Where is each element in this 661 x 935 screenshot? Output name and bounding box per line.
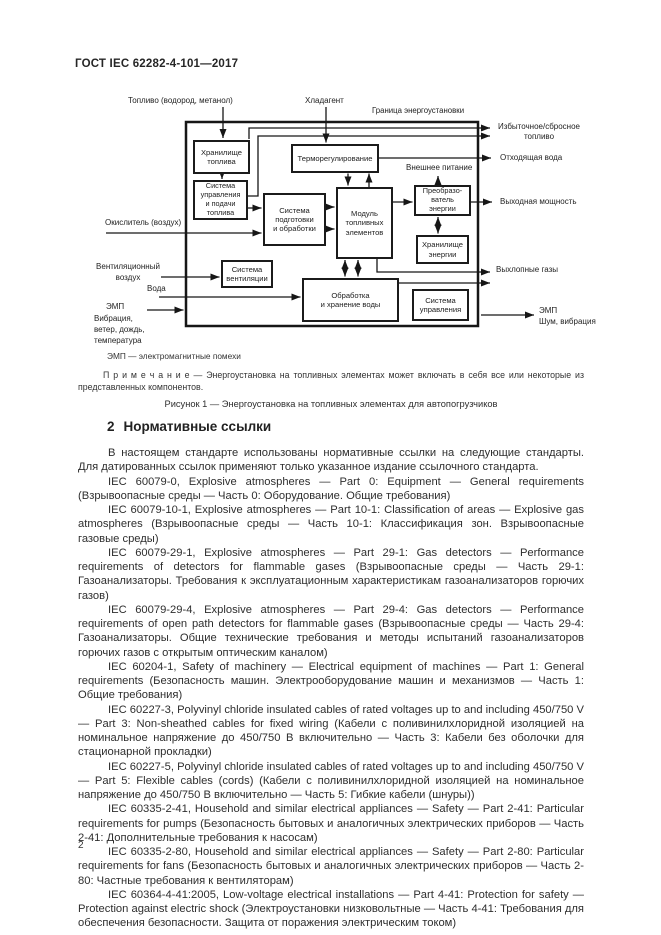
paragraph: IEC 60079-29-1, Explosive atmospheres — … [78, 546, 584, 602]
label-excess-fuel: Избыточное/сбросное топливо [497, 122, 580, 141]
note-label: П р и м е ч а н и е — [103, 370, 203, 380]
page-header: ГОСТ IEC 62282-4-101—2017 [75, 58, 239, 70]
figure-note: П р и м е ч а н и е — Энергоустановка на… [78, 369, 584, 393]
section-body: В настоящем стандарте использованы норма… [78, 446, 584, 931]
label-vent-air: Вентиляционный воздух [96, 262, 160, 282]
figure-footnote: ЭМП — электромагнитные помехи [107, 351, 241, 361]
label-boundary: Граница энергоустановки [372, 106, 465, 115]
label-water: Вода [147, 284, 166, 293]
note-text: Энергоустановка на топливных элементах м… [78, 370, 584, 392]
page-number: 2 [78, 840, 84, 851]
box-thermoregulation: Терморегулирование [291, 144, 379, 173]
paragraph: IEC 60079-29-4, Explosive atmospheres — … [78, 603, 584, 659]
paragraph: IEC 60079-0, Explosive atmospheres — Par… [78, 475, 584, 502]
section-heading: 2 Нормативные ссылки [107, 419, 271, 434]
paragraph: IEC 60335-2-41, Household and similar el… [78, 803, 584, 844]
label-oxidizer: Окислитель (воздух) [105, 218, 182, 227]
system-boundary [184, 120, 480, 328]
section-number: 2 [107, 419, 115, 434]
label-environment: Вибрация, ветер, дождь, температура [94, 314, 145, 345]
label-external-power: Внешнее питание [406, 163, 473, 172]
paragraph: IEC 60227-3, Polyvinyl chloride insulate… [78, 703, 584, 759]
label-coolant: Хладагент [305, 96, 344, 105]
paragraph: IEC 60364-4-41:2005, Low-voltage electri… [78, 888, 584, 930]
label-output-power: Выходная мощность [500, 197, 577, 206]
paragraph: В настоящем стандарте использованы норма… [78, 447, 584, 474]
paragraph: IEC 60079-10-1, Explosive atmospheres — … [78, 504, 584, 545]
section-title: Нормативные ссылки [123, 419, 272, 434]
label-emi-out: ЭМП Шум, вибрация [539, 306, 596, 326]
paragraph: IEC 60204-1, Safety of machinery — Elect… [78, 660, 584, 702]
label-waste-water: Отходящая вода [500, 153, 563, 162]
figure-caption: Рисунок 1 — Энергоустановка на топливных… [164, 399, 498, 409]
paragraph: IEC 60227-5, Polyvinyl chloride insulate… [78, 760, 584, 802]
label-emi-in: ЭМП [106, 302, 125, 311]
label-fuel-in: Топливо (водород, метанол) [128, 96, 233, 105]
paragraph: IEC 60335-2-80, Household and similar el… [78, 846, 584, 887]
label-exhaust-gases: Выхлопные газы [496, 265, 558, 274]
